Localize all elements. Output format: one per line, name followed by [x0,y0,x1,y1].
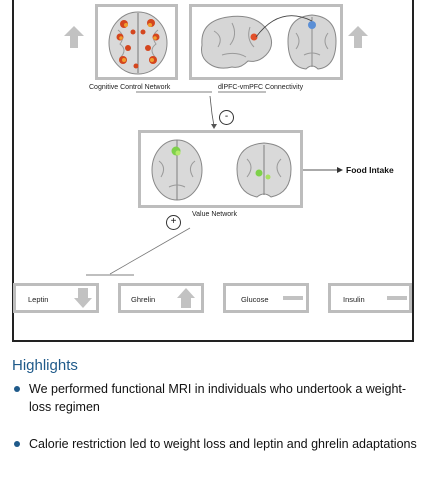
food-intake-label: Food Intake [346,165,394,175]
highlight-item: Calorie restriction led to weight loss a… [12,435,417,453]
dlpfc-vmpfc-connectivity-label: dlPFC-vmPFC Connectivity [218,84,304,91]
highlights-heading: Highlights [12,357,78,374]
cognitive-control-network-panel [95,4,178,80]
coronal-brain-value-image [236,142,292,198]
cognitive-control-network-label: Cognitive Control Network [89,84,171,91]
axial-brain-activation-image [108,11,168,75]
value-network-label: Value Network [192,211,238,218]
hormone-box-ghrelin: Ghrelin [118,283,204,313]
highlight-text: Calorie restriction led to weight loss a… [29,437,417,451]
coronal-brain-image [287,14,337,70]
hormone-label: Ghrelin [131,295,156,304]
up-arrow-icon [177,288,195,308]
bullet-icon [14,386,20,392]
down-arrow-icon [74,288,92,308]
hormone-label: Insulin [343,295,365,304]
no-change-icon [387,296,407,300]
graphical-abstract-frame [12,0,414,342]
axial-brain-value-image [151,139,203,201]
bullet-icon [14,441,20,447]
hormone-box-leptin: Leptin [13,283,99,313]
dlpfc-vmpfc-connectivity-panel [189,4,343,80]
value-network-panel [138,130,303,208]
positive-effect-node: + [166,215,181,230]
hormone-box-glucose: Glucose [223,283,309,313]
highlight-item: We performed functional MRI in individua… [12,380,417,416]
sagittal-brain-image [201,15,272,69]
hormone-label: Glucose [241,295,269,304]
hormone-label: Leptin [28,295,49,304]
no-change-icon [283,296,303,300]
negative-effect-node: - [219,110,234,125]
up-arrow-icon [348,26,368,48]
connectivity-curve [255,15,313,38]
highlight-text: We performed functional MRI in individua… [29,382,407,414]
hormone-box-insulin: Insulin [328,283,412,313]
up-arrow-icon [64,26,84,48]
